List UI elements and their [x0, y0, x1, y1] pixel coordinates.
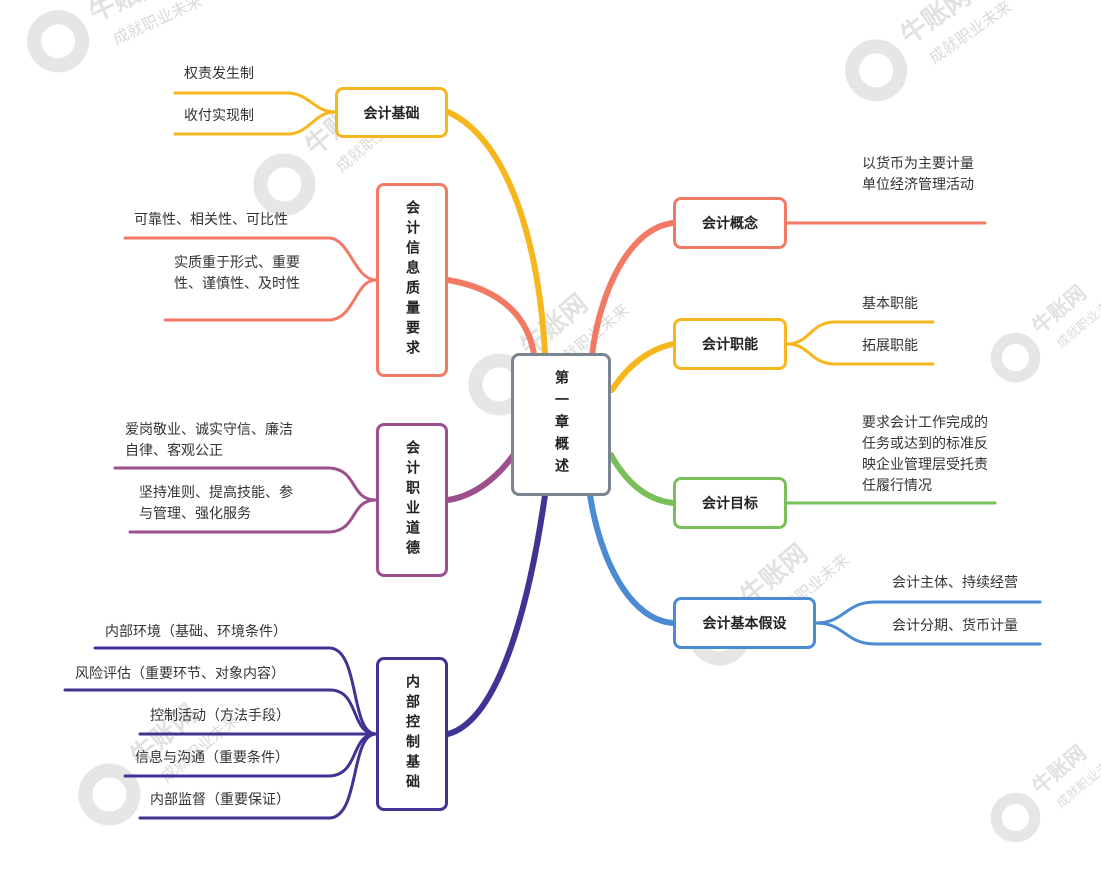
connector-ethics-2 — [128, 498, 378, 534]
leaf-control-3: 控制活动（方法手段） — [150, 708, 290, 724]
leaf-concept-1: 以货币为主要计量单位经济管理活动 — [862, 156, 974, 193]
connector-ethics-1 — [113, 466, 378, 502]
branch-goal[interactable]: 会计目标 — [673, 477, 787, 529]
branch-basis[interactable]: 会计基础 — [335, 87, 448, 138]
leaf-quality-2: 实质重于形式、重要性、谨慎性、及时性 — [174, 255, 300, 292]
leaf-ethics-2: 坚持准则、提高技能、参与管理、强化服务 — [139, 485, 293, 522]
connector-basis-2 — [173, 110, 337, 136]
connector-control-1 — [93, 646, 378, 736]
connector-root-function — [609, 341, 676, 393]
connector-control-5 — [138, 732, 378, 820]
leaf-assumption-2: 会计分期、货币计量 — [892, 618, 1018, 634]
leaf-ethics-1: 爱岗敬业、诚实守信、廉洁自律、客观公正 — [125, 422, 293, 459]
branch-control-label: 内部控制基础 — [404, 674, 420, 794]
branch-basis-label: 会计基础 — [363, 105, 420, 122]
branch-assumption-label: 会计基本假设 — [702, 616, 787, 632]
root-label: 第一章概述 — [553, 369, 569, 480]
leaf-basis-2: 收付实现制 — [184, 108, 254, 124]
branch-control[interactable]: 内部控制基础 — [376, 657, 448, 811]
branch-ethics[interactable]: 会计职业道德 — [376, 423, 448, 577]
branch-assumption[interactable]: 会计基本假设 — [673, 597, 816, 649]
leaf-goal-1: 要求会计工作完成的任务或达到的标准反映企业管理层受托责任履行情况 — [862, 415, 988, 494]
connector-root-basis — [445, 109, 548, 358]
leaf-quality-1: 可靠性、相关性、可比性 — [134, 212, 288, 228]
leaf-control-4: 信息与沟通（重要条件） — [135, 750, 289, 766]
connector-root-concept — [589, 220, 676, 358]
branch-quality[interactable]: 会计信息质量要求 — [376, 183, 448, 377]
branch-goal-label: 会计目标 — [702, 496, 758, 512]
root-node[interactable]: 第一章概述 — [511, 353, 611, 496]
connector-root-quality — [445, 277, 538, 363]
branch-function[interactable]: 会计职能 — [673, 318, 787, 370]
leaf-basis-1: 权责发生制 — [184, 66, 254, 82]
branch-quality-label: 会计信息质量要求 — [404, 200, 420, 360]
connector-root-control — [445, 492, 548, 737]
branch-concept[interactable]: 会计概念 — [673, 197, 787, 249]
leaf-control-1: 内部环境（基础、环境条件） — [105, 624, 287, 640]
connector-function-2 — [785, 342, 935, 366]
branch-ethics-label: 会计职业道德 — [404, 440, 420, 560]
connector-quality-1 — [123, 236, 378, 282]
connector-control-2 — [63, 688, 378, 736]
connector-root-assumption — [587, 492, 676, 626]
leaf-assumption-1: 会计主体、持续经营 — [892, 575, 1018, 591]
branch-concept-label: 会计概念 — [702, 216, 758, 232]
leaf-function-2: 拓展职能 — [862, 338, 918, 354]
connector-root-ethics — [445, 442, 523, 503]
leaf-control-2: 风险评估（重要环节、对象内容） — [75, 666, 285, 682]
leaf-function-1: 基本职能 — [862, 296, 918, 312]
connector-root-goal — [608, 452, 676, 506]
leaf-control-5: 内部监督（重要保证） — [150, 792, 290, 808]
branch-function-label: 会计职能 — [702, 337, 758, 353]
connector-assumption-2 — [814, 621, 1042, 646]
connector-quality-2 — [163, 278, 378, 322]
